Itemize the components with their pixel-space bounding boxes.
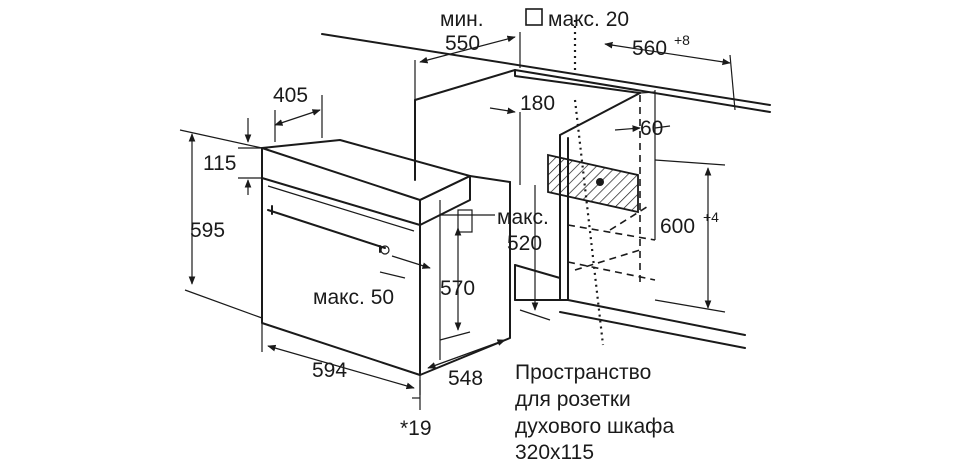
dimension-lines [179, 32, 736, 410]
label-max-50: макс. 50 [313, 286, 394, 309]
label-min: мин. [440, 8, 484, 31]
label-max-520-line2: 520 [507, 232, 542, 255]
dimension-labels: мин. 550 макс. 20 560 +8 405 180 60 115 … [190, 8, 719, 464]
socket-caption-line4: 320x115 [515, 441, 594, 464]
socket-caption-line3: духового шкафа [515, 415, 674, 438]
label-595: 595 [190, 219, 225, 242]
centre-line [573, 20, 605, 346]
socket-caption-line2: для розетки [515, 388, 631, 411]
cabinet-niche [414, 69, 746, 349]
oven-body [261, 139, 511, 376]
label-600: 600 [660, 215, 695, 238]
label-19: *19 [400, 417, 432, 440]
socket-caption-line1: Пространство [515, 361, 651, 384]
label-max-20: макс. 20 [548, 8, 629, 31]
label-560-tolerance: +8 [674, 32, 690, 48]
label-594: 594 [312, 359, 347, 382]
label-548: 548 [448, 367, 483, 390]
square-icon [525, 8, 543, 26]
label-570: 570 [440, 277, 475, 300]
countertop [321, 33, 771, 113]
label-max-520-line1: макс. [497, 206, 549, 229]
label-180: 180 [520, 92, 555, 115]
label-60: 60 [640, 117, 663, 140]
label-600-tolerance: +4 [703, 209, 719, 225]
label-550: 550 [445, 32, 480, 55]
label-560: 560 [632, 37, 667, 60]
label-405: 405 [273, 84, 308, 107]
socket-space [547, 153, 639, 214]
niche-hidden-lines [559, 95, 656, 285]
label-115: 115 [203, 152, 236, 175]
